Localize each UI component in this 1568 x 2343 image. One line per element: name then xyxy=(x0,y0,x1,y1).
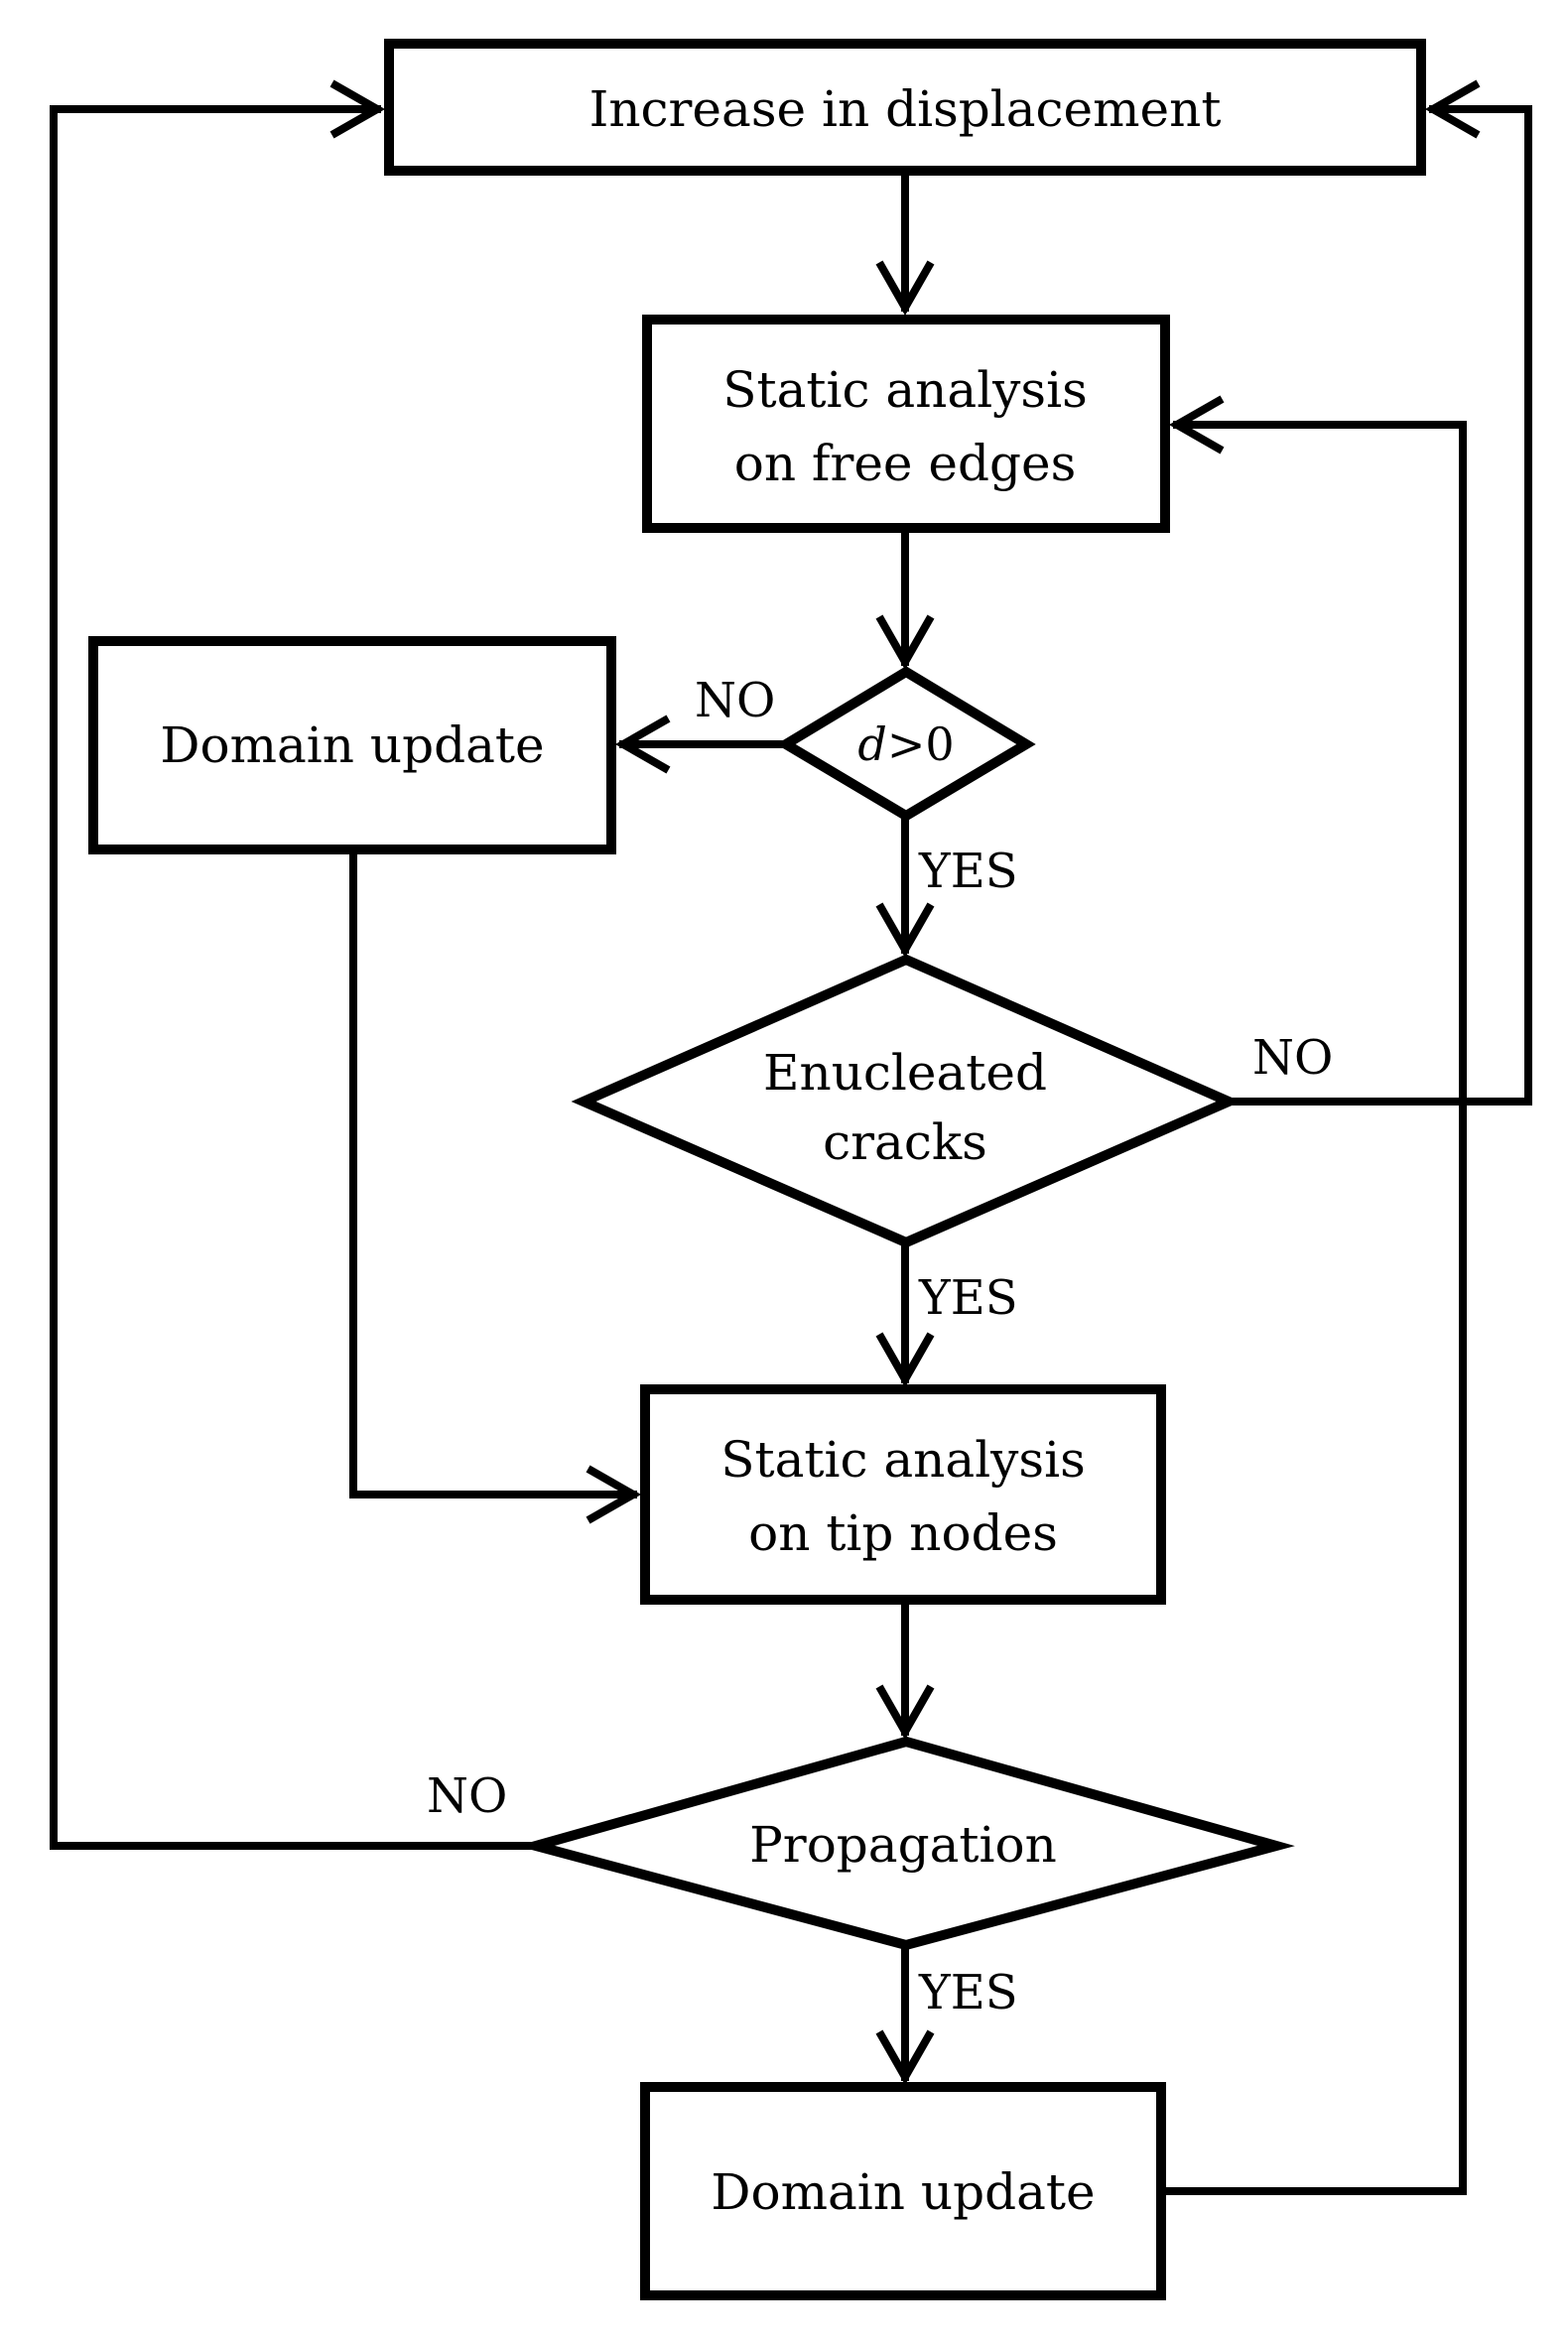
arrow-propagation-yes-to-domain-update xyxy=(875,1941,935,2086)
propagation-yes-label: YES xyxy=(918,1965,1018,2020)
arrow-propagation-no-to-increase xyxy=(50,79,540,1850)
arrow-static-to-d xyxy=(875,524,935,671)
static-tip-nodes-label-line1: Static analysis xyxy=(720,1431,1086,1489)
condition-d-variable: d xyxy=(857,717,886,771)
condition-d-comparison: >0 xyxy=(887,717,955,771)
d-yes-label: YES xyxy=(918,844,1018,899)
domain-update-bottom-label: Domain update xyxy=(711,2163,1095,2221)
arrow-domain-update-to-static-tip xyxy=(349,846,642,1524)
increase-displacement-label: Increase in displacement xyxy=(589,80,1222,138)
enucleated-yes-label: YES xyxy=(918,1270,1018,1326)
enucleated-no-label: NO xyxy=(1252,1030,1333,1086)
d-no-label: NO xyxy=(695,673,775,728)
condition-d-label: d>0 xyxy=(857,717,954,771)
arrow-domain-update-to-static-free xyxy=(1157,395,1467,2195)
arrow-enucleated-no-to-increase xyxy=(1225,79,1532,1106)
arrow-enucleated-yes-to-static-tip xyxy=(875,1238,935,1388)
static-tip-nodes-label-line2: on tip nodes xyxy=(748,1504,1058,1562)
arrow-increase-to-static xyxy=(875,167,935,317)
propagation-no-label: NO xyxy=(427,1768,507,1824)
static-free-edges-label-line2: on free edges xyxy=(734,435,1077,492)
arrow-static-tip-to-propagation xyxy=(875,1596,935,1741)
propagation-label: Propagation xyxy=(749,1816,1057,1874)
arrow-d-no-to-domain-update xyxy=(614,715,790,774)
arrow-d-yes-to-enucleated xyxy=(875,812,935,959)
enucleated-cracks-label-line1: Enucleated xyxy=(763,1044,1047,1102)
static-free-edges-box xyxy=(642,315,1170,533)
enucleated-cracks-label-line2: cracks xyxy=(823,1113,987,1171)
domain-update-left-label: Domain update xyxy=(160,716,544,774)
static-free-edges-label-line1: Static analysis xyxy=(722,361,1088,419)
static-tip-nodes-box xyxy=(640,1384,1166,1605)
